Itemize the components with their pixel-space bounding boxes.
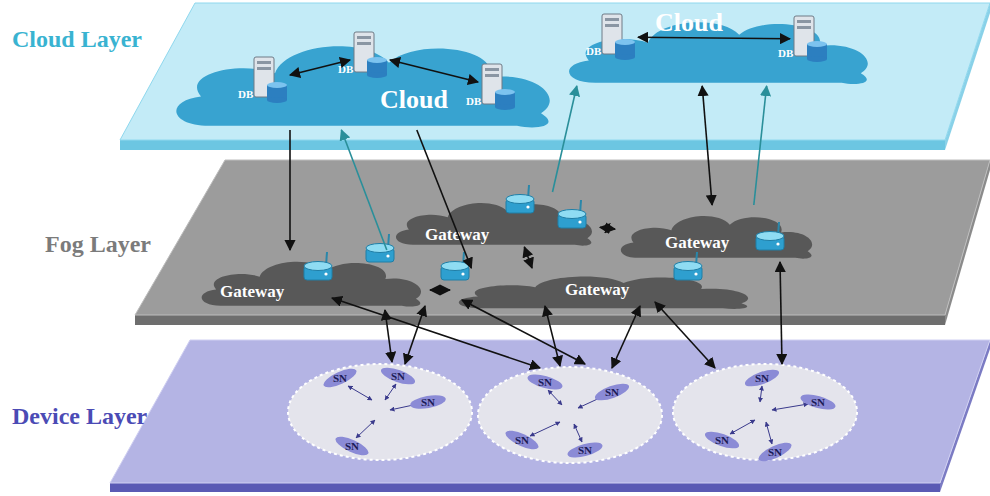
sensor-label: SN [525,377,565,388]
db-cylinder-top [495,89,515,95]
sensor-label: SN [408,397,448,408]
sensor-label: SN [332,441,372,452]
sensor-node: SN [502,430,542,450]
database-server: DB [350,30,390,80]
sensor-label: SN [565,445,605,456]
server-slot [485,74,499,77]
gateway-fill [621,216,812,259]
db-cylinder-top [807,41,827,47]
gateway-cloud: Gateway [195,250,430,308]
layer-label: Fog Layer [45,232,151,256]
server-icon [250,55,290,105]
db-cylinder [267,97,287,103]
sensor-node: SN [798,392,838,412]
server-slot [357,42,371,45]
server-slot [257,67,271,70]
cloud-shape: CloudDBDB [560,6,880,86]
db-cylinder [807,56,827,62]
db-cylinder-top [615,39,635,45]
gateway-fill [459,276,748,308]
plane-edge [110,483,940,492]
plane-surface [120,3,990,140]
gateway-label: Gateway [565,281,629,298]
layer-plane: Device LayerSNSNSNSNSNSNSNSNSNSNSNSN [100,335,990,495]
cloud-shape: CloudDBDBDB [165,25,565,130]
db-cylinder [495,104,515,110]
db-cylinder-top [367,57,387,63]
database-server: DB [478,62,518,112]
sensor-label: SN [502,435,542,446]
server-slot [605,18,619,21]
gateway-cloud: Gateway [615,205,820,260]
sensor-label: SN [798,397,838,408]
sensor-label: SN [702,435,742,446]
sensor-node: SN [525,372,565,392]
server-slot [357,36,371,39]
plane-surface [110,340,990,483]
layer-label: Cloud Layer [12,27,142,51]
layer-label: Device Layer [12,404,147,428]
db-label: DB [338,64,353,75]
database-server: DB [250,55,290,105]
server-icon [790,14,830,64]
server-icon [350,30,390,80]
plane-edge [135,315,945,325]
plane-edge [120,140,945,150]
sensor-label: SN [378,371,418,382]
db-label: DB [778,48,793,59]
sensor-label: SN [320,373,360,384]
gateway-label: Gateway [665,234,729,251]
db-cylinder-top [267,82,287,88]
plane-surface [135,160,990,315]
sensor-label: SN [755,447,795,458]
sensor-node: SN [592,382,632,402]
sensor-node: SN [320,368,360,388]
server-slot [797,20,811,23]
db-label: DB [466,96,481,107]
sensor-node: SN [755,442,795,462]
db-cylinder [367,72,387,78]
gateway-label: Gateway [425,226,489,243]
db-cylinder [615,54,635,60]
database-server: DB [790,14,830,64]
server-icon [598,12,638,62]
sensor-label: SN [742,373,782,384]
sensor-node: SN [408,392,448,412]
sensor-label: SN [592,387,632,398]
server-slot [797,26,811,29]
server-slot [605,24,619,27]
gateway-cloud: Gateway [390,192,600,247]
db-label: DB [238,89,253,100]
database-server: DB [598,12,638,62]
sensor-node: SN [378,366,418,386]
sensor-node: SN [702,430,742,450]
gateway-outline [615,205,820,260]
gateway-label: Gateway [220,283,284,300]
layer-plane-shape [100,335,990,495]
gateway-fill [396,203,592,246]
db-label: DB [586,46,601,57]
server-slot [485,68,499,71]
gateway-cloud: Gateway [450,268,760,310]
gateway-fill [202,262,421,307]
sensor-node: SN [565,440,605,460]
layer-plane: Cloud LayerCloudDBDBDBCloudDBDB [110,0,990,152]
server-icon [478,62,518,112]
sensor-node: SN [332,436,372,456]
layer-plane: Fog LayerGatewayGatewayGatewayGateway [130,155,990,327]
gateway-outline [390,192,600,247]
cloud-label: Cloud [380,87,448,113]
cloud-label: Cloud [655,10,723,36]
server-slot [257,61,271,64]
sensor-node: SN [742,368,782,388]
